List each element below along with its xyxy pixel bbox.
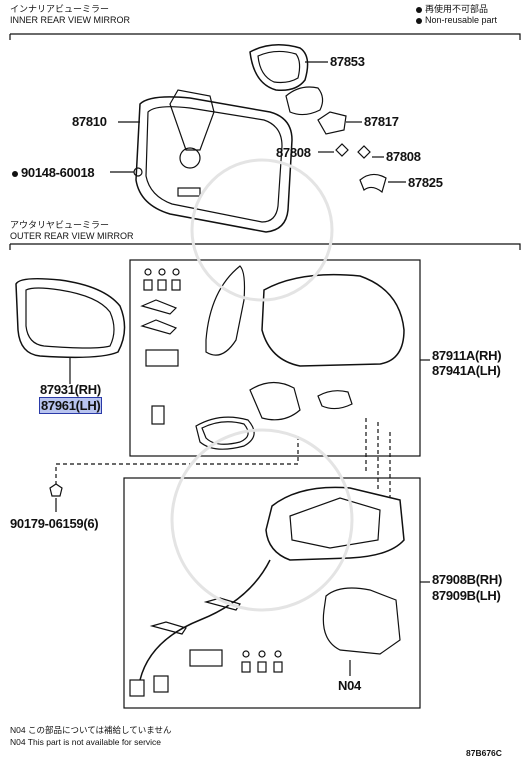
part-87810[interactable]: 87810 — [72, 114, 107, 129]
part-90148-60018-row: 90148-60018 — [12, 165, 95, 180]
inner-title-jp: インナリアビューミラー — [10, 4, 110, 14]
part-87808-a[interactable]: 87808 — [276, 145, 311, 160]
non-reusable-dot-icon — [416, 6, 422, 13]
part-87931-rh[interactable]: 87931(RH) — [40, 382, 101, 397]
part-87853[interactable]: 87853 — [330, 54, 365, 69]
inner-title-en: INNER REAR VIEW MIRROR — [10, 15, 131, 25]
outer-title-en: OUTER REAR VIEW MIRROR — [10, 231, 134, 241]
footnote-en: N04 This part is not available for servi… — [10, 737, 162, 747]
diagram-code: 87B676C — [466, 748, 502, 758]
outer-section-title: アウタリヤビューミラー OUTER REAR VIEW MIRROR — [10, 220, 134, 242]
part-90179-06159[interactable]: 90179-06159(6) — [10, 516, 99, 531]
part-87911a-rh[interactable]: 87911A(RH) — [432, 348, 502, 363]
part-90148-60018[interactable]: 90148-60018 — [21, 165, 95, 180]
outer-title-jp: アウタリヤビューミラー — [10, 220, 110, 230]
part-87941a-lh[interactable]: 87941A(LH) — [432, 363, 501, 378]
non-reusable-dot-icon — [12, 170, 18, 177]
part-87909b-lh[interactable]: 87909B(LH) — [432, 588, 501, 603]
part-87817[interactable]: 87817 — [364, 114, 399, 129]
legend-jp: 再使用不可部品 — [425, 4, 489, 14]
legend-en-row: Non-reusable part — [416, 15, 497, 26]
legend-jp-row: 再使用不可部品 — [416, 4, 497, 15]
part-87825[interactable]: 87825 — [408, 175, 443, 190]
part-87908b-rh[interactable]: 87908B(RH) — [432, 572, 502, 587]
legend-en: Non-reusable part — [425, 15, 498, 25]
legend: 再使用不可部品 Non-reusable part — [416, 4, 497, 26]
part-87961-lh[interactable]: 87961(LH) — [38, 397, 103, 414]
part-87961-lh-wrap: 87961(LH) — [38, 397, 103, 414]
inner-section-title: インナリアビューミラー INNER REAR VIEW MIRROR — [10, 4, 130, 26]
footnote: N04 この部品については補給していません N04 This part is n… — [10, 724, 172, 748]
part-87808-b[interactable]: 87808 — [386, 149, 421, 164]
non-reusable-dot-icon — [416, 17, 422, 24]
part-n04[interactable]: N04 — [338, 678, 361, 693]
footnote-jp: N04 この部品については補給していません — [10, 725, 172, 735]
